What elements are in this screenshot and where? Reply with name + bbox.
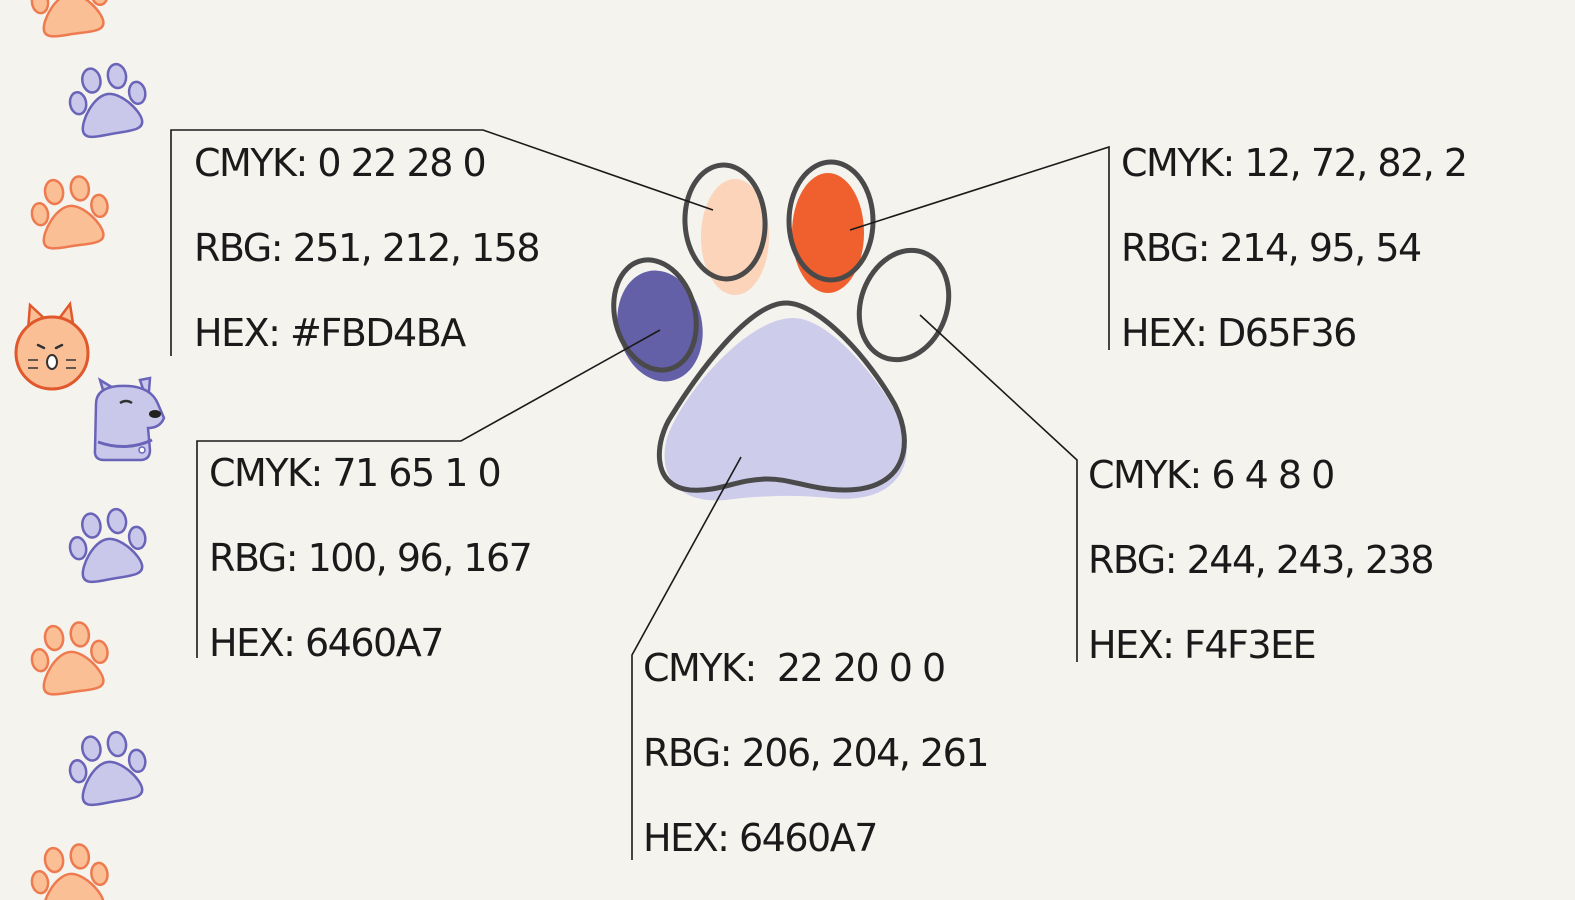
peach-cmyk-label: CMYK: 0 22 28 0 bbox=[194, 141, 487, 185]
purple-hex-label: HEX: 6460A7 bbox=[209, 621, 444, 665]
cream-hex-label: HEX: F4F3EE bbox=[1088, 623, 1317, 667]
cream-rgb-label: RBG: 244, 243, 238 bbox=[1088, 538, 1435, 582]
lavender-pad-fill bbox=[664, 318, 907, 501]
orange-rgb-label: RBG: 214, 95, 54 bbox=[1121, 226, 1422, 270]
orange-toe-fill bbox=[792, 173, 864, 293]
paw-print-icon bbox=[26, 171, 114, 253]
peach-hex-label: HEX: #FBD4BA bbox=[194, 311, 466, 355]
peach-rgb-label: RBG: 251, 212, 158 bbox=[194, 226, 541, 270]
paw-print-icon bbox=[63, 726, 153, 810]
purple-rgb-label: RBG: 100, 96, 167 bbox=[209, 536, 533, 580]
paw-print-icon bbox=[26, 0, 114, 41]
paw-print-icon bbox=[63, 503, 153, 587]
lavender-cmyk-label: CMYK: 22 20 0 0 bbox=[643, 646, 946, 690]
lavender-hex-label: HEX: 6460A7 bbox=[643, 816, 878, 860]
central-paw bbox=[611, 159, 952, 501]
paw-print-icon bbox=[26, 839, 114, 900]
paw-print-icon bbox=[63, 58, 153, 142]
orange-cmyk-label: CMYK: 12, 72, 82, 2 bbox=[1121, 141, 1468, 185]
orange-hex-label: HEX: D65F36 bbox=[1121, 311, 1357, 355]
purple-cmyk-label: CMYK: 71 65 1 0 bbox=[209, 451, 502, 495]
leader-lines bbox=[170, 129, 1110, 860]
cat-face-icon bbox=[14, 300, 90, 391]
paw-print-icon bbox=[26, 617, 114, 699]
purple-toe-fill bbox=[617, 270, 703, 382]
lavender-rgb-label: RBG: 206, 204, 261 bbox=[643, 731, 990, 775]
cream-cmyk-label: CMYK: 6 4 8 0 bbox=[1088, 453, 1335, 497]
dog-head-icon bbox=[93, 376, 166, 462]
